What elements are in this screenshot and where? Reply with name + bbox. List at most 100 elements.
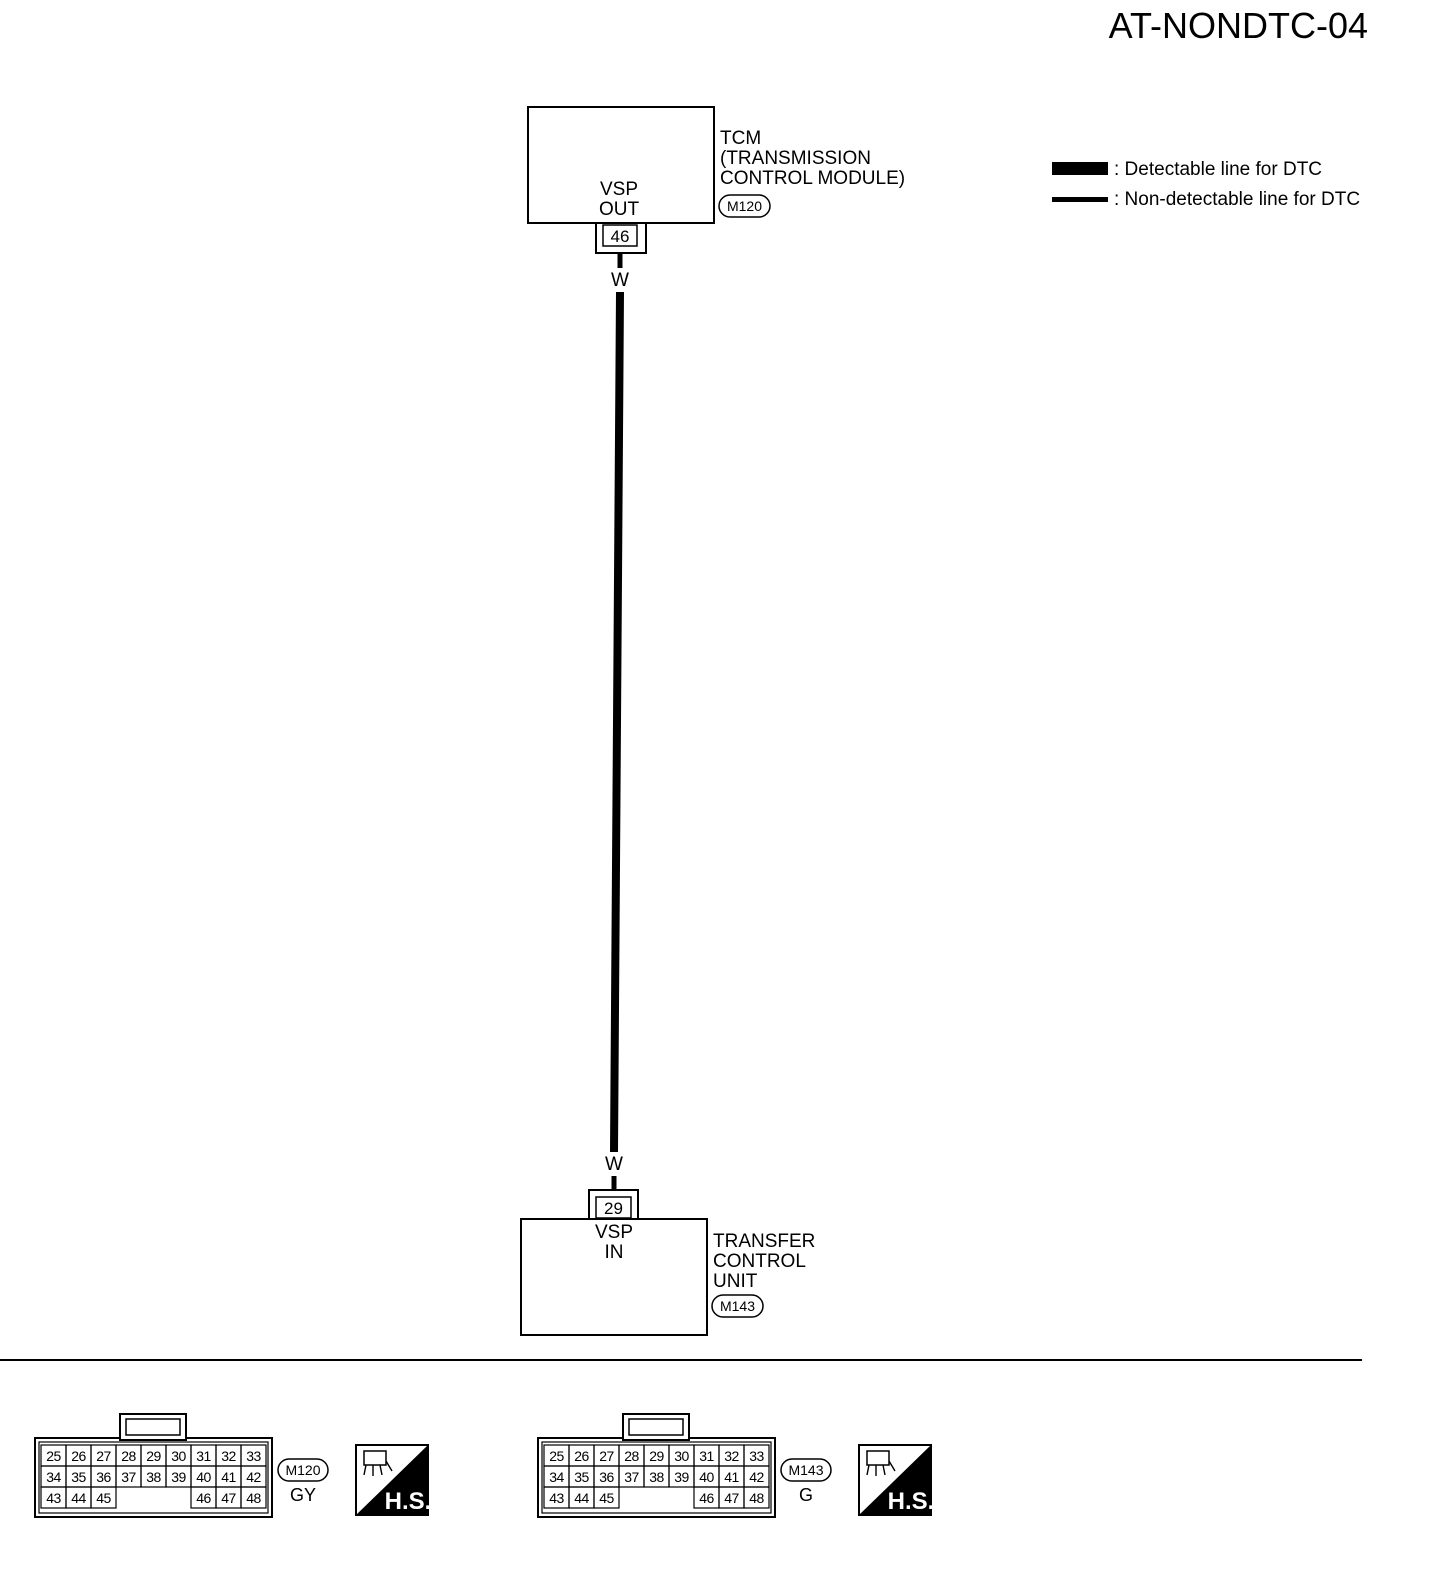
transfer-name-line-2: CONTROL [713,1251,806,1272]
terminal-number: 34 [549,1469,564,1485]
tcm-name-line-2: (TRANSMISSION [720,148,871,169]
transfer-terminal-line-1: VSP [595,1222,633,1243]
wire-color-bottom: W [605,1154,623,1175]
hs-label: H.S. [888,1488,935,1515]
tcm-pin-number: 46 [611,227,630,246]
terminal-number: 27 [96,1448,111,1464]
connector-code-badge [277,1458,329,1482]
harness-side-icon: H.S. [858,1444,935,1516]
terminal-number: 37 [624,1469,639,1485]
terminal-number: 26 [71,1448,86,1464]
tcm-name-line-3: CONTROL MODULE) [720,168,905,189]
legend-nondetectable-line [1052,197,1108,202]
terminal-number: 44 [574,1490,589,1506]
terminal-number: 41 [221,1469,236,1485]
connector-code: M120 [285,1462,320,1478]
terminal-number: 35 [71,1469,86,1485]
connector-views: 25 26 27 28 29 30 31 32 33 34 35 36 37 38 39 40 41 42 43 44… [34,1413,935,1518]
terminal-number: 39 [171,1469,186,1485]
legend: : Detectable line for DTC : Non-detectab… [1052,159,1360,210]
transfer-name-line-1: TRANSFER [713,1231,815,1252]
terminal-number: 43 [46,1490,61,1506]
terminal-number: 28 [624,1448,639,1464]
terminal-number: 48 [246,1490,261,1506]
terminal-number: 27 [599,1448,614,1464]
connector-view-m143: 25 26 27 28 29 30 31 32 33 34 35 36 37 38 39 40 41 42 43 44… [537,1413,935,1518]
terminal-number: 38 [146,1469,161,1485]
terminal-number: 31 [699,1448,714,1464]
terminal-number: 37 [121,1469,136,1485]
transfer-connector-code: M143 [720,1298,755,1314]
terminal-cell [593,1486,620,1509]
terminal-number: 47 [221,1490,236,1506]
transfer-control-unit: 29 VSP IN TRANSFER CONTROL UNIT M143 [520,1189,815,1336]
tcm-box [527,106,715,224]
transfer-terminal-line-2: IN [605,1242,624,1263]
terminal-number: 45 [96,1490,111,1506]
tcm-name-line-1: TCM [720,128,761,149]
connector-lock-tab [622,1413,690,1441]
terminal-number: 25 [46,1448,61,1464]
wire-line [610,291,624,1153]
terminal-number: 25 [549,1448,564,1464]
tcm-connector-badge [718,194,771,218]
wire-color-top: W [611,270,629,291]
connector-code-badge [780,1458,832,1482]
terminal-number: 34 [46,1469,61,1485]
connector-view-m120: 25 26 27 28 29 30 31 32 33 34 35 36 37 38 39 40 41 42 43 44… [34,1413,432,1518]
terminal-number: 33 [246,1448,261,1464]
terminal-number: 33 [749,1448,764,1464]
connector-color: GY [290,1485,316,1505]
connector-code: M143 [788,1462,823,1478]
terminal-number: 43 [549,1490,564,1506]
tcm-terminal-line-1: VSP [600,179,638,200]
harness-side-icon: H.S. [355,1444,432,1516]
diagram-title: AT-NONDTC-04 [1109,5,1368,46]
connector-lock-tab [119,1413,187,1441]
terminal-cell [743,1486,770,1509]
terminal-cell [240,1486,267,1509]
terminal-number: 47 [724,1490,739,1506]
transfer-pin-bracket [588,1189,639,1219]
terminal-number: 42 [246,1469,261,1485]
tcm-pin-box [602,224,638,247]
transfer-pin-number: 29 [604,1199,623,1218]
legend-detectable-label: : Detectable line for DTC [1114,159,1322,180]
legend-detectable-line [1052,162,1108,175]
terminal-cell [90,1486,117,1509]
connector-color: G [799,1485,813,1505]
terminal-number: 45 [599,1490,614,1506]
terminal-number: 46 [699,1490,714,1506]
terminal-number: 42 [749,1469,764,1485]
terminal-number: 29 [146,1448,161,1464]
transfer-connector-badge [711,1294,764,1318]
terminal-number: 26 [574,1448,589,1464]
hs-label: H.S. [385,1488,432,1515]
vsp-wire: W W [605,253,629,1190]
terminal-number: 28 [121,1448,136,1464]
terminal-number: 46 [196,1490,211,1506]
terminal-number: 38 [649,1469,664,1485]
tcm-unit: VSP OUT TCM (TRANSMISSION CONTROL MODULE… [527,106,905,254]
transfer-box [520,1218,708,1336]
terminal-number: 40 [699,1469,714,1485]
tcm-connector-code: M120 [727,198,762,214]
terminal-number: 36 [96,1469,111,1485]
terminal-number: 30 [674,1448,689,1464]
terminal-number: 32 [221,1448,236,1464]
transfer-name-line-3: UNIT [713,1271,758,1292]
legend-nondetectable-label: : Non-detectable line for DTC [1114,189,1360,210]
terminal-number: 41 [724,1469,739,1485]
terminal-number: 40 [196,1469,211,1485]
terminal-number: 30 [171,1448,186,1464]
terminal-number: 39 [674,1469,689,1485]
tcm-terminal-line-2: OUT [599,199,640,220]
terminal-number: 44 [71,1490,86,1506]
terminal-number: 29 [649,1448,664,1464]
terminal-number: 48 [749,1490,764,1506]
terminal-number: 35 [574,1469,589,1485]
terminal-number: 32 [724,1448,739,1464]
terminal-number: 36 [599,1469,614,1485]
terminal-number: 31 [196,1448,211,1464]
